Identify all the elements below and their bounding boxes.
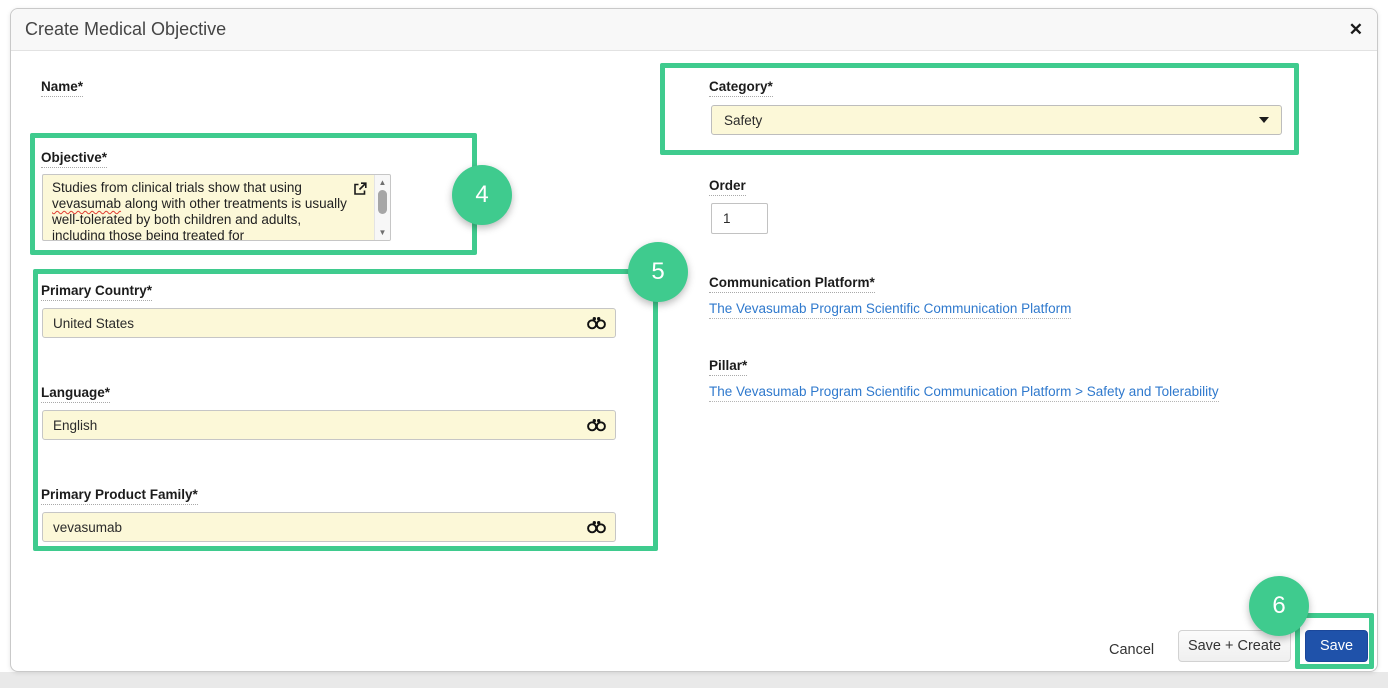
category-select[interactable]: Safety <box>711 105 1282 135</box>
objective-scrollbar[interactable]: ▲ ▼ <box>374 175 390 240</box>
communication-platform-link[interactable]: The Vevasumab Program Scientific Communi… <box>709 301 1071 319</box>
save-button[interactable]: Save <box>1305 630 1368 662</box>
scroll-down-icon[interactable]: ▼ <box>375 226 390 239</box>
close-icon[interactable]: ✕ <box>1349 21 1363 38</box>
pillar-link[interactable]: The Vevasumab Program Scientific Communi… <box>709 384 1219 402</box>
chevron-down-icon <box>1259 117 1269 123</box>
category-selected-value: Safety <box>724 113 762 128</box>
category-label: Category* <box>709 79 773 97</box>
name-label: Name* <box>41 79 83 97</box>
language-label: Language* <box>41 385 110 403</box>
language-input[interactable] <box>42 410 616 440</box>
create-medical-objective-dialog: Create Medical Objective ✕ Name* Objecti… <box>10 8 1378 672</box>
primary-product-family-input[interactable] <box>42 512 616 542</box>
spellcheck-word: vevasumab <box>52 196 121 211</box>
expand-editor-icon[interactable] <box>352 181 368 200</box>
objective-label: Objective* <box>41 150 107 168</box>
order-input[interactable] <box>711 203 768 234</box>
objective-text: Studies from clinical trials show that u… <box>52 180 350 240</box>
primary-product-family-label: Primary Product Family* <box>41 487 198 505</box>
binoculars-icon[interactable] <box>586 316 607 335</box>
pillar-label: Pillar* <box>709 358 747 376</box>
page-background-strip <box>0 672 1388 688</box>
objective-textarea[interactable]: Studies from clinical trials show that u… <box>42 174 391 241</box>
dialog-header: Create Medical Objective ✕ <box>11 9 1377 51</box>
binoculars-icon[interactable] <box>586 520 607 539</box>
cancel-button[interactable]: Cancel <box>1109 636 1154 664</box>
communication-platform-label: Communication Platform* <box>709 275 875 293</box>
primary-country-input[interactable] <box>42 308 616 338</box>
scroll-up-icon[interactable]: ▲ <box>375 176 390 189</box>
binoculars-icon[interactable] <box>586 418 607 437</box>
dialog-title: Create Medical Objective <box>25 19 226 40</box>
save-create-button[interactable]: Save + Create <box>1178 630 1291 662</box>
scrollbar-thumb[interactable] <box>378 190 387 214</box>
order-label: Order <box>709 178 746 196</box>
external-link-icon <box>352 181 368 197</box>
primary-country-label: Primary Country* <box>41 283 152 301</box>
